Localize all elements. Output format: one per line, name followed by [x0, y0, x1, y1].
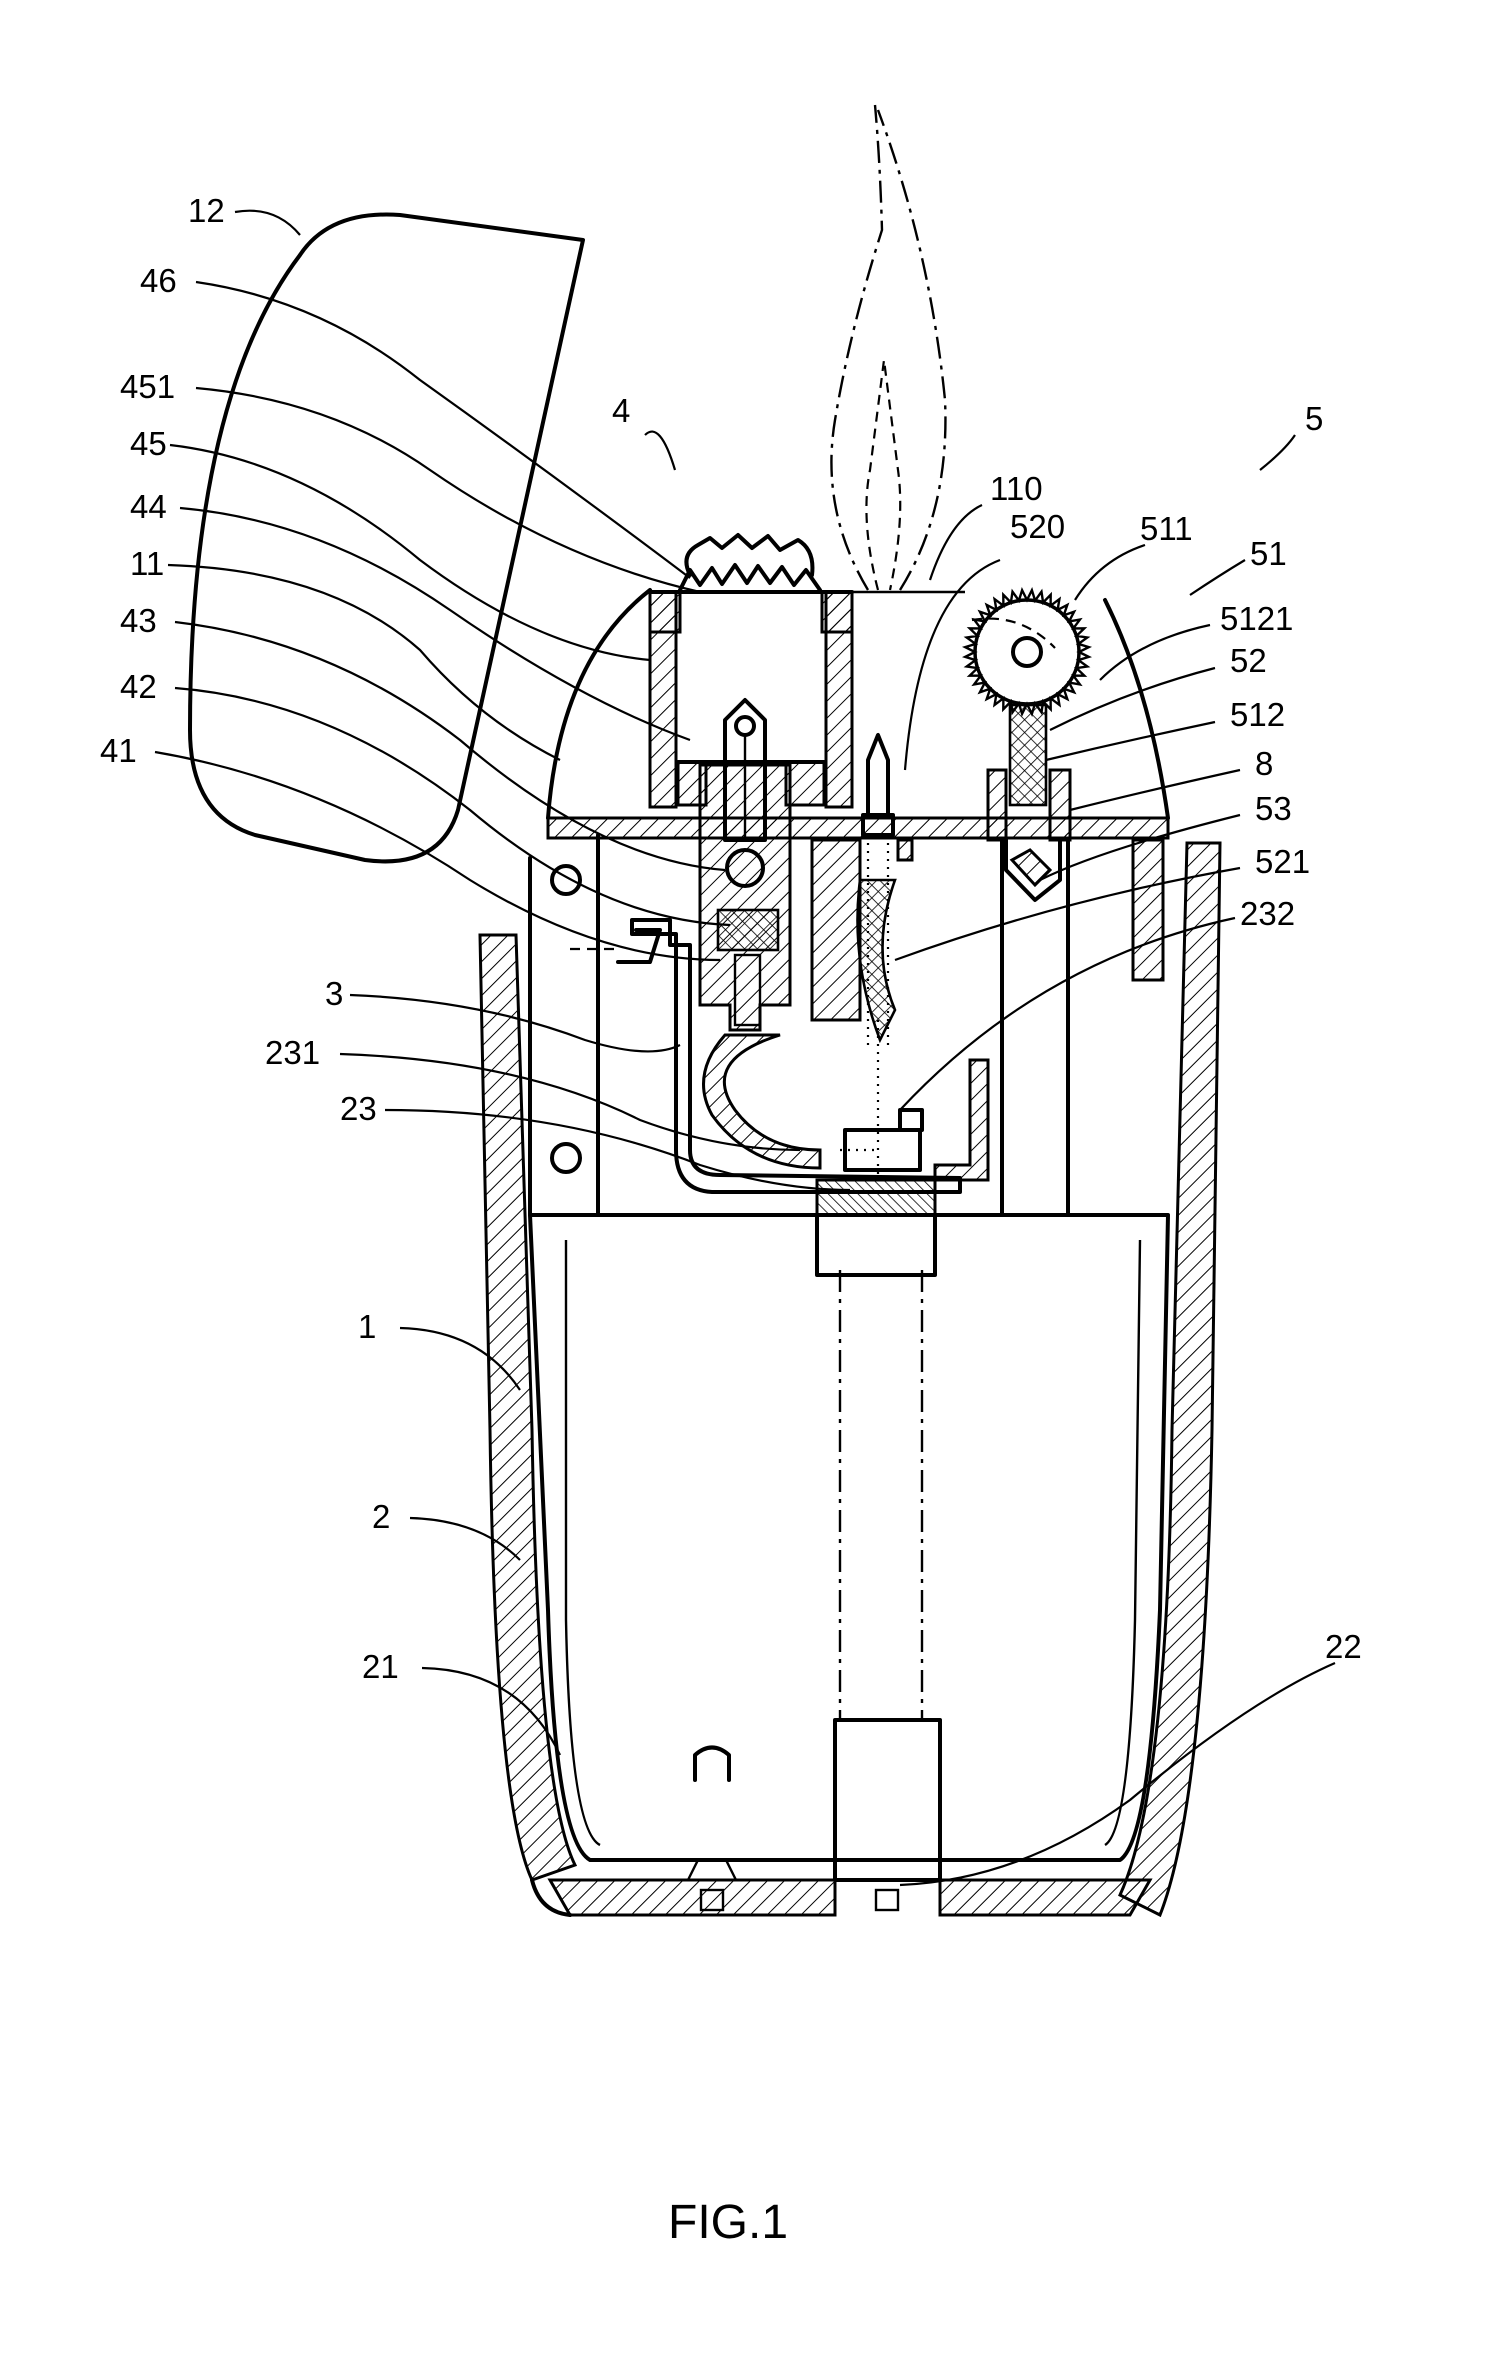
reference-numeral-44: 44	[130, 488, 167, 525]
reference-numeral-2: 2	[372, 1498, 390, 1535]
reference-numeral-51: 51	[1250, 535, 1287, 572]
reference-labels: 12 46 451 45 44 11 43 42 41 3 231 23 1 2…	[100, 192, 1362, 1887]
reference-numeral-12: 12	[188, 192, 225, 229]
reference-numeral-520: 520	[1010, 508, 1065, 545]
reference-numeral-110: 110	[990, 470, 1043, 507]
reference-numeral-3: 3	[325, 975, 343, 1012]
lever-assembly	[570, 918, 962, 1194]
spark-unit	[961, 586, 1093, 902]
reference-numeral-511: 511	[1140, 510, 1193, 547]
outer-case	[478, 841, 1222, 1918]
reference-numeral-512: 512	[1230, 696, 1285, 733]
reference-numeral-22: 22	[1325, 1628, 1362, 1665]
reference-numeral-5121: 5121	[1220, 600, 1293, 637]
reference-numeral-42: 42	[120, 668, 157, 705]
reference-numeral-45: 45	[130, 425, 167, 462]
reference-numeral-53: 53	[1255, 790, 1292, 827]
flint-wheel	[961, 586, 1093, 718]
figure-caption: FIG.1	[668, 2196, 788, 2249]
reference-numeral-5: 5	[1305, 400, 1323, 437]
reference-numeral-46: 46	[140, 262, 177, 299]
reference-numeral-23: 23	[340, 1090, 377, 1127]
reference-numeral-1: 1	[358, 1308, 376, 1345]
reference-numeral-52: 52	[1230, 642, 1267, 679]
reference-numeral-21: 21	[362, 1648, 399, 1685]
flame	[830, 104, 947, 591]
ignition-unit	[648, 533, 924, 1172]
reference-numeral-41: 41	[100, 732, 137, 769]
flint-wheel-teeth	[961, 586, 1093, 718]
lid	[188, 212, 585, 864]
reference-numeral-8: 8	[1255, 745, 1273, 782]
reference-numeral-4: 4	[612, 392, 630, 429]
reference-numeral-43: 43	[120, 602, 157, 639]
fuel-tank	[528, 1213, 1170, 1912]
reference-numeral-231: 231	[265, 1034, 320, 1071]
reference-numeral-232: 232	[1240, 895, 1295, 932]
reference-numeral-11: 11	[130, 545, 164, 582]
reference-numeral-521: 521	[1255, 843, 1310, 880]
center-wick	[815, 1020, 937, 1720]
reference-numeral-451: 451	[120, 368, 175, 405]
